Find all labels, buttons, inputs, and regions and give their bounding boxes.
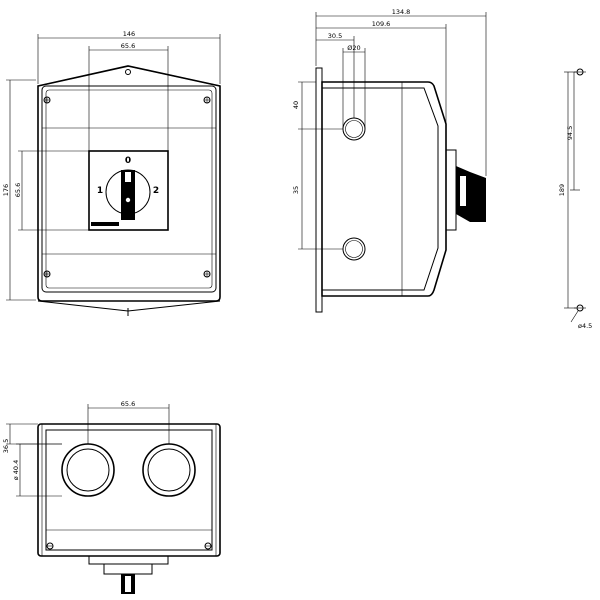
dim-side-hole-pitch: 35 — [292, 129, 343, 250]
front-lid — [41, 85, 217, 293]
dim-side-top-offset: 40 — [292, 81, 343, 130]
dim-front-knob-height: 65.6 — [14, 150, 89, 231]
dim-front-width-label: 146 — [123, 30, 135, 38]
dim-bottom-pitch-label: 65.6 — [121, 400, 135, 408]
dim-mount-height-label: 189 — [558, 184, 566, 196]
dim-bottom-offset: 36.5 — [2, 423, 62, 453]
front-top-notch — [125, 69, 131, 75]
switch-knob-highlight — [125, 172, 131, 182]
side-view: 134.8 109.6 30.5 Ø20 40 35 — [292, 8, 487, 313]
dim-front-knob-width: 65.6 — [88, 42, 169, 230]
bottom-knob-highlight — [125, 576, 131, 592]
bottom-knob-base — [88, 555, 169, 565]
dim-side-body-depth-label: 109.6 — [372, 20, 391, 28]
bottom-enclosure-inner — [45, 429, 213, 551]
front-lid-inner — [45, 89, 213, 289]
screw-icon — [203, 270, 211, 278]
position-1-label: 1 — [97, 186, 103, 196]
bottom-view: 65.6 36.5 ø 40.4 — [2, 400, 221, 594]
bottom-cable-entry-left — [61, 443, 115, 497]
position-2-label: 2 — [153, 186, 159, 196]
dim-bottom-offset-label: 36.5 — [2, 439, 10, 453]
dim-front-knob-width-label: 65.6 — [121, 42, 135, 50]
side-cable-entry-top — [342, 117, 366, 141]
bottom-enclosure-outline — [37, 423, 221, 557]
side-knob-base — [445, 149, 457, 231]
dim-bottom-pitch: 65.6 — [87, 400, 170, 444]
bottom-cable-entry-right — [142, 443, 196, 497]
dim-mount-hole-label: ø4.5 — [578, 322, 592, 330]
dim-side-body-depth: 109.6 — [316, 20, 447, 124]
switch-knob-handle — [121, 170, 135, 220]
position-0-label: 0 — [125, 156, 131, 166]
dim-side-hole-diameter-label: Ø20 — [347, 44, 360, 52]
screw-icon — [204, 542, 212, 550]
dim-front-knob-height-label: 65.6 — [14, 183, 22, 197]
side-mount-flange — [315, 67, 323, 313]
dim-front-height-label: 176 — [2, 184, 10, 196]
dim-mount-pitch-label: 94.5 — [566, 126, 574, 140]
dim-side-hole: 30.5 Ø20 — [316, 32, 366, 129]
dim-side-depth-label: 134.8 — [392, 8, 411, 16]
dim-side-depth: 134.8 — [315, 8, 487, 176]
dim-bottom-diameter-label: ø 40.4 — [12, 460, 20, 481]
screw-icon — [46, 542, 54, 550]
dim-front-width: 146 — [37, 30, 221, 84]
front-bottom-skirt — [37, 300, 221, 312]
switch-label-strip — [91, 222, 119, 226]
side-body-inner — [322, 87, 439, 291]
screw-icon — [43, 96, 51, 104]
front-roof-line — [37, 65, 221, 87]
dim-side-top-offset-label: 40 — [292, 101, 300, 109]
mounting-view: 94.5 189 ø4.5 — [558, 68, 592, 330]
switch-knob-center — [125, 197, 131, 203]
front-view: 0 1 2 146 65.6 176 65.6 — [2, 30, 221, 316]
dim-front-height: 176 — [2, 79, 36, 301]
screw-icon — [43, 270, 51, 278]
side-cable-entry-bottom — [342, 237, 366, 261]
bottom-knob-collar — [103, 563, 153, 575]
dim-side-hole-pitch-label: 35 — [292, 186, 300, 194]
dim-bottom-diameter: ø 40.4 — [12, 443, 62, 497]
side-body-outline — [321, 81, 447, 297]
side-knob-highlight — [460, 176, 466, 206]
dim-side-hole-offset-label: 30.5 — [328, 32, 342, 40]
front-screws — [43, 96, 211, 278]
screw-icon — [203, 96, 211, 104]
